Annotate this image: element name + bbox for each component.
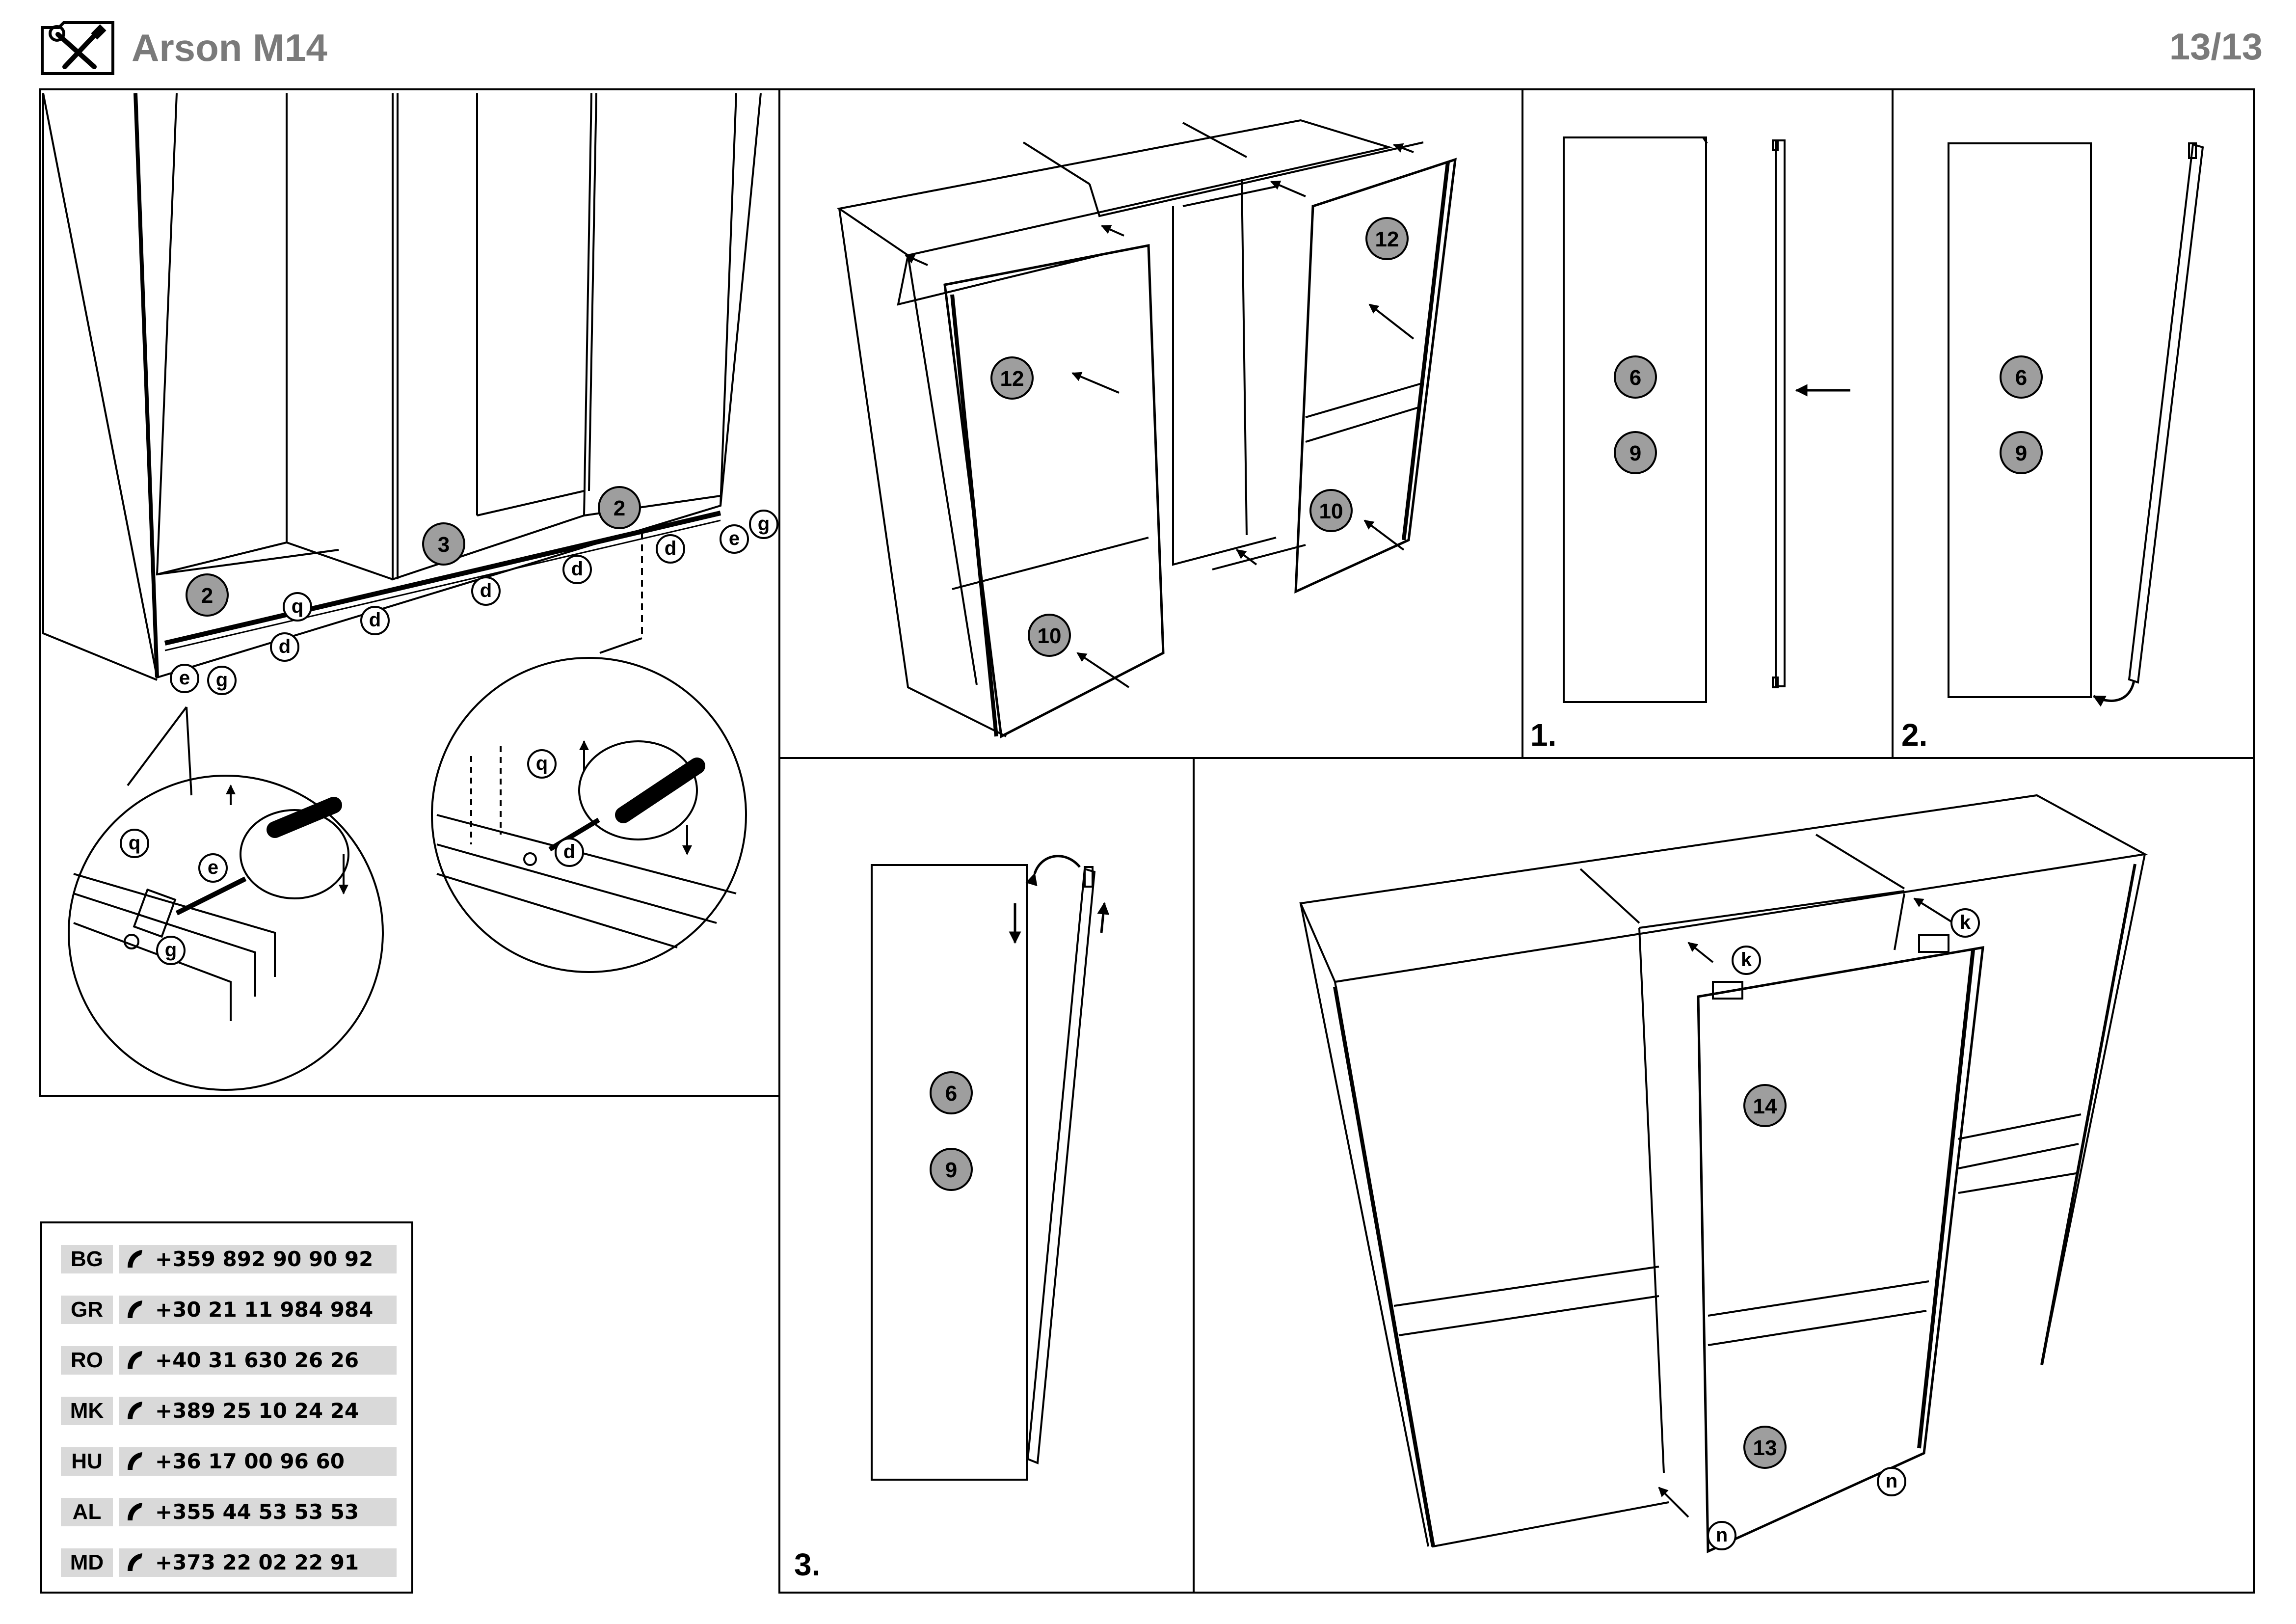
part-label-6: 6 <box>2015 366 2027 390</box>
panel-d-drawing <box>1948 142 2204 707</box>
panel-b-drawing <box>836 119 1457 738</box>
part-label-9: 9 <box>945 1158 957 1182</box>
fitting-label-e: e <box>208 857 218 878</box>
fitting-label-q: q <box>292 595 303 617</box>
letter-callouts <box>120 510 1980 1550</box>
fitting-label-d: d <box>480 580 492 601</box>
phone-number-field: +359 892 90 90 92 <box>119 1245 397 1273</box>
fitting-label-d: d <box>279 636 291 657</box>
phone-number-field: +373 22 02 22 91 <box>119 1548 397 1577</box>
phone-number-field: +40 31 630 26 26 <box>119 1346 397 1375</box>
fitting-label-q: q <box>129 832 140 854</box>
phone-number-field: +389 25 10 24 24 <box>119 1397 397 1425</box>
part-label-9: 9 <box>2015 441 2027 465</box>
phone-number: +389 25 10 24 24 <box>155 1399 359 1423</box>
phone-number: +359 892 90 90 92 <box>155 1247 374 1271</box>
phone-number-field: +355 44 53 53 53 <box>119 1498 397 1526</box>
country-code: MD <box>61 1548 113 1577</box>
page-number: 13/13 <box>2169 26 2263 68</box>
fitting-label-k: k <box>1741 949 1752 971</box>
country-code: GR <box>61 1296 113 1324</box>
tools-icon <box>40 21 115 76</box>
panel-f-drawing <box>1299 794 2148 1553</box>
part-label-13: 13 <box>1753 1436 1777 1460</box>
part-label-12: 12 <box>1000 367 1024 391</box>
fitting-label-g: g <box>216 669 228 691</box>
part-label-6: 6 <box>945 1082 957 1106</box>
phone-number: +30 21 11 984 984 <box>155 1298 374 1322</box>
part-label-2: 2 <box>201 584 213 608</box>
part-label-9: 9 <box>1629 441 1641 465</box>
page-title: Arson M14 <box>132 26 327 69</box>
country-code: RO <box>61 1346 113 1375</box>
fitting-label-e: e <box>179 667 190 689</box>
contact-row: AL +355 44 53 53 53 <box>61 1498 397 1526</box>
contact-row: HU +36 17 00 96 60 <box>61 1447 397 1476</box>
phone-number: +36 17 00 96 60 <box>155 1449 345 1473</box>
country-code: AL <box>61 1498 113 1526</box>
fitting-label-n: n <box>1886 1470 1897 1492</box>
phone-number-field: +30 21 11 984 984 <box>119 1296 397 1324</box>
phone-icon <box>128 1250 142 1268</box>
contact-row: MK +389 25 10 24 24 <box>61 1397 397 1425</box>
phone-icon <box>128 1402 142 1419</box>
contact-row: RO +40 31 630 26 26 <box>61 1346 397 1375</box>
step-2-label: 2. <box>1901 717 1928 753</box>
fitting-label-g: g <box>165 939 177 961</box>
phone-number: +40 31 630 26 26 <box>155 1348 359 1372</box>
fitting-label-d: d <box>665 538 676 559</box>
contact-row: MD +373 22 02 22 91 <box>61 1548 397 1577</box>
fitting-label-k: k <box>1960 912 1971 933</box>
country-code: HU <box>61 1447 113 1476</box>
step-1-label: 1. <box>1530 717 1557 753</box>
country-code: MK <box>61 1397 113 1425</box>
fitting-label-d: d <box>369 609 381 631</box>
fitting-label-d: d <box>563 841 575 863</box>
phone-number-field: +36 17 00 96 60 <box>119 1447 397 1476</box>
panel-e-drawing <box>871 855 1110 1481</box>
country-code: BG <box>61 1245 113 1273</box>
fitting-label-g: g <box>758 513 770 535</box>
fitting-label-d: d <box>571 558 583 580</box>
step-3-label: 3. <box>794 1547 821 1582</box>
panel-frames <box>39 88 2255 1594</box>
part-label-6: 6 <box>1629 366 1641 390</box>
part-label-3: 3 <box>438 533 450 557</box>
part-label-2: 2 <box>614 496 625 520</box>
fitting-label-q: q <box>536 753 548 774</box>
phone-icon <box>128 1300 142 1318</box>
part-label-14: 14 <box>1753 1094 1777 1118</box>
contact-row: BG +359 892 90 90 92 <box>61 1245 397 1273</box>
part-label-12: 12 <box>1375 227 1399 251</box>
panel-c-drawing <box>1563 136 1850 703</box>
phone-number: +373 22 02 22 91 <box>155 1550 359 1574</box>
contact-row: GR +30 21 11 984 984 <box>61 1296 397 1324</box>
support-contacts: BG +359 892 90 90 92 GR +30 21 11 984 98… <box>40 1221 413 1594</box>
phone-number: +355 44 53 53 53 <box>155 1500 359 1524</box>
phone-icon <box>128 1553 142 1571</box>
fitting-label-e: e <box>729 528 740 549</box>
phone-icon <box>128 1503 142 1520</box>
fitting-label-n: n <box>1716 1524 1728 1546</box>
panel-a-drawing <box>42 93 762 1091</box>
phone-icon <box>128 1452 142 1470</box>
part-label-10: 10 <box>1319 499 1343 523</box>
part-badges <box>186 217 2043 1469</box>
part-label-10: 10 <box>1038 624 1062 648</box>
phone-icon <box>128 1351 142 1369</box>
